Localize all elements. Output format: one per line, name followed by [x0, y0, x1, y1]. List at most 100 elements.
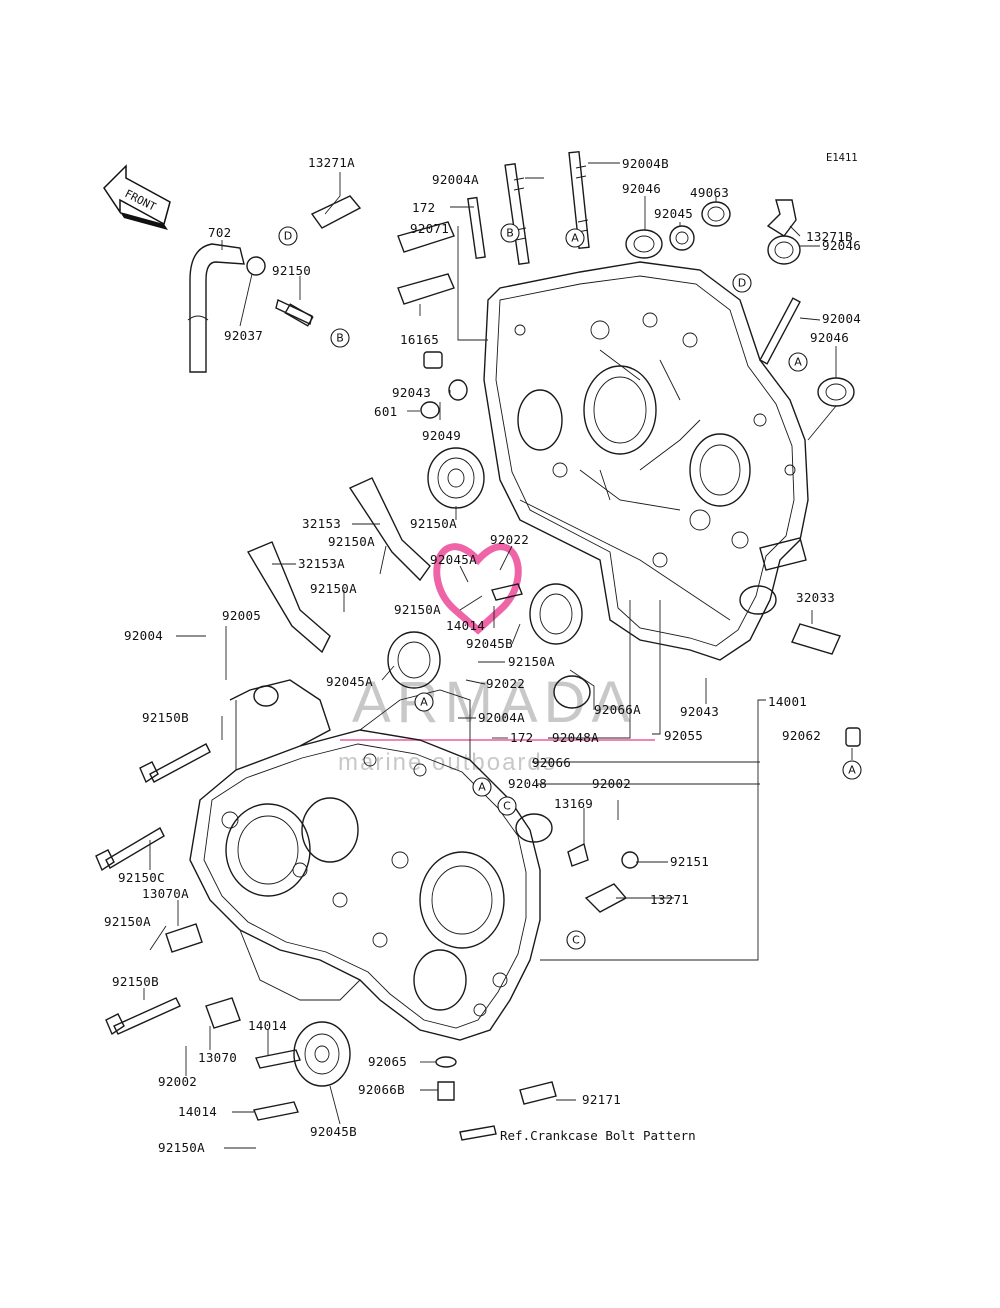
part-label: 92045A — [430, 552, 477, 567]
front-arrow-icon: FRONT — [103, 164, 171, 230]
callout-b-left: B — [330, 328, 350, 348]
svg-text:D: D — [738, 277, 746, 290]
part-label: 92004A — [478, 710, 525, 725]
part-label: 92022 — [490, 532, 529, 547]
part-label: 92048 — [508, 776, 547, 791]
part-label: 92002 — [592, 776, 631, 791]
callout-a-right: A — [788, 352, 808, 372]
callout-b-top: B — [500, 223, 520, 243]
callout-a-far-right: A — [842, 760, 862, 780]
reference-note: Ref.Crankcase Bolt Pattern — [500, 1128, 696, 1143]
part-label: 92150A — [508, 654, 555, 669]
svg-text:A: A — [420, 696, 428, 709]
part-label: 14014 — [178, 1104, 217, 1119]
part-label: 92002 — [158, 1074, 197, 1089]
part-label: 92043 — [392, 385, 431, 400]
part-label: 92005 — [222, 608, 261, 623]
svg-text:B: B — [336, 332, 344, 345]
lower-crankcase-half — [189, 679, 541, 1041]
part-label: 92066A — [594, 702, 641, 717]
part-label: 172 — [412, 200, 435, 215]
part-label: 13070A — [142, 886, 189, 901]
part-label: 92049 — [422, 428, 461, 443]
callout-a-lower: A — [472, 777, 492, 797]
part-label: 702 — [208, 225, 231, 240]
part-label: 13271 — [650, 892, 689, 907]
callout-d-right: D — [732, 273, 752, 293]
diagram-code: E1411 — [826, 152, 858, 164]
small-parts — [95, 150, 861, 1141]
watermark-tagline: marine outboards — [338, 749, 557, 776]
leader-lines — [143, 162, 853, 1149]
svg-text:C: C — [503, 800, 511, 813]
svg-text:B: B — [506, 227, 514, 240]
svg-text:A: A — [478, 781, 486, 794]
part-label: 92046 — [622, 181, 661, 196]
part-labels: 13271A 702 92150 92037 92004A 92004B 172… — [104, 155, 861, 1155]
part-label: 92046 — [822, 238, 861, 253]
part-label: 172 — [510, 730, 533, 745]
part-label: 92045B — [310, 1124, 357, 1139]
upper-crankcase-half — [483, 261, 809, 661]
svg-text:A: A — [794, 356, 802, 369]
part-label: 92043 — [680, 704, 719, 719]
part-label: 14001 — [768, 694, 807, 709]
part-label: 92171 — [582, 1092, 621, 1107]
part-label: 16165 — [400, 332, 439, 347]
part-label: 92150 — [272, 263, 311, 278]
part-label: 92150A — [158, 1140, 205, 1155]
callout-a-top: A — [565, 228, 585, 248]
part-label: 92150A — [104, 914, 151, 929]
part-label: 13271A — [308, 155, 355, 170]
part-label: 92022 — [486, 676, 525, 691]
part-label: 92045A — [326, 674, 373, 689]
part-label: 13169 — [554, 796, 593, 811]
part-label: 601 — [374, 404, 397, 419]
part-label: 92151 — [670, 854, 709, 869]
part-label: 32153A — [298, 556, 345, 571]
part-label: 92062 — [782, 728, 821, 743]
watermark-heart-logo — [433, 543, 522, 635]
part-label: 92046 — [810, 330, 849, 345]
part-label: 92150B — [142, 710, 189, 725]
part-label: 92004 — [124, 628, 163, 643]
part-label: 49063 — [690, 185, 729, 200]
part-label: 92048A — [552, 730, 599, 745]
callout-letters: D B B A D A A A C A C — [278, 223, 862, 950]
part-label: 92037 — [224, 328, 263, 343]
part-label: 13070 — [198, 1050, 237, 1065]
part-label: 92150A — [328, 534, 375, 549]
svg-text:D: D — [284, 230, 292, 243]
part-label: 92065 — [368, 1054, 407, 1069]
callout-c-right: C — [566, 930, 586, 950]
watermark-brand: ARMADA — [352, 670, 636, 735]
svg-text:A: A — [848, 764, 856, 777]
callout-d-left: D — [278, 226, 298, 246]
part-label: 92150C — [118, 870, 165, 885]
part-label: 92150A — [410, 516, 457, 531]
part-label: 92150A — [394, 602, 441, 617]
part-label: 92066B — [358, 1082, 405, 1097]
part-label: 92045 — [654, 206, 693, 221]
part-label: 32033 — [796, 590, 835, 605]
part-label: 92004 — [822, 311, 861, 326]
part-label: 92066 — [532, 755, 571, 770]
part-label: 92004B — [622, 156, 669, 171]
svg-text:C: C — [572, 934, 580, 947]
part-label: 92071 — [410, 221, 449, 236]
callout-c-lower: C — [497, 796, 517, 816]
part-label: 92004A — [432, 172, 479, 187]
part-label: 14014 — [248, 1018, 287, 1033]
part-label: 92045B — [466, 636, 513, 651]
part-label: 92150B — [112, 974, 159, 989]
part-label: 14014 — [446, 618, 485, 633]
part-label: 92150A — [310, 581, 357, 596]
watermark: ARMADA marine outboards — [338, 543, 655, 776]
callout-a-mid: A — [414, 692, 434, 712]
part-label: 32153 — [302, 516, 341, 531]
part-label: 92055 — [664, 728, 703, 743]
part-label: 13271B — [806, 229, 853, 244]
svg-text:A: A — [571, 232, 579, 245]
